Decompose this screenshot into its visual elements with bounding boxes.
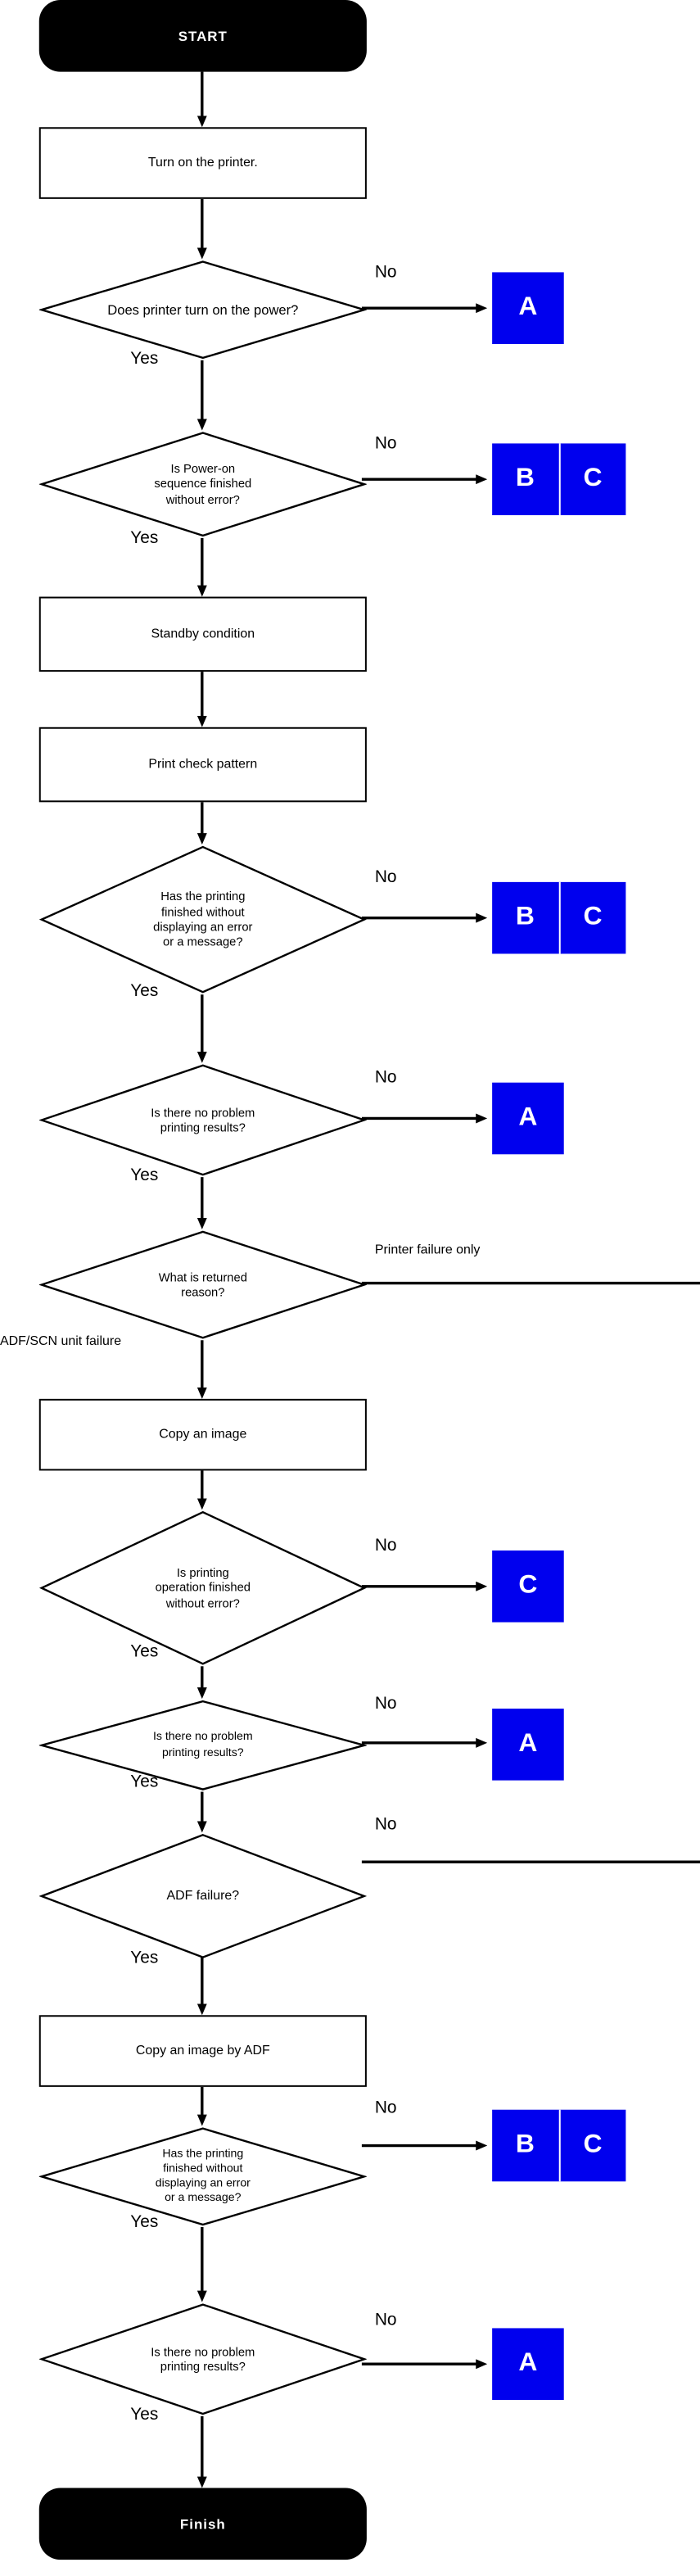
- decision-printing-operation-finished: Is printing operation finished without e…: [38, 1510, 367, 1666]
- edge-label-no-1: No: [374, 264, 397, 283]
- edge-label-no-4: No: [374, 1069, 397, 1088]
- reference-cell-b: B: [515, 903, 535, 931]
- reference-cell-c: C: [518, 1571, 538, 1600]
- edge-label-no-6: No: [374, 1695, 397, 1714]
- reference-bc-3[interactable]: B C: [492, 2109, 626, 2182]
- process-turn-on-printer: Turn on the printer.: [38, 127, 367, 199]
- process-copy-an-image: Copy an image: [38, 1398, 367, 1471]
- edge-label-no-7: No: [374, 1816, 397, 1835]
- process-turn-on-printer-label: Turn on the printer.: [147, 155, 258, 170]
- edge-label-no-9: No: [374, 2311, 397, 2330]
- process-standby-condition-label: Standby condition: [151, 626, 255, 641]
- edge-label-yes-6: Yes: [130, 1773, 159, 1792]
- edge-label-no-8: No: [374, 2099, 397, 2118]
- finish-terminator: Finish: [38, 2488, 367, 2560]
- process-copy-an-image-by-adf: Copy an image by ADF: [38, 2015, 367, 2087]
- decision-no-problem-printing-2: Is there no problem printing results?: [38, 1699, 367, 1791]
- process-print-check-pattern-label: Print check pattern: [148, 756, 258, 772]
- finish-label: Finish: [179, 2515, 226, 2533]
- process-copy-an-image-by-adf-label: Copy an image by ADF: [135, 2043, 270, 2058]
- reference-cell-a: A: [518, 293, 538, 322]
- reference-cell-a: A: [518, 2349, 538, 2378]
- edge-label-printer-failure-only: Printer failure only: [374, 1242, 481, 1257]
- edge-label-yes-7: Yes: [130, 1949, 159, 1968]
- decision-has-printing-finished-2: Has the printing finished without displa…: [38, 2126, 367, 2227]
- edge-label-yes-5: Yes: [130, 1643, 159, 1662]
- reference-cell-a: A: [518, 1103, 538, 1132]
- reference-c-1[interactable]: C: [492, 1550, 564, 1623]
- reference-cell-b: B: [515, 2130, 535, 2159]
- reference-a-1[interactable]: A: [492, 272, 564, 344]
- reference-cell-c: C: [558, 2109, 626, 2182]
- reference-bc-1[interactable]: B C: [492, 443, 626, 515]
- process-print-check-pattern: Print check pattern: [38, 727, 367, 803]
- reference-cell-b: B: [515, 464, 535, 493]
- reference-bc-2[interactable]: B C: [492, 881, 626, 954]
- edge-label-yes-1: Yes: [130, 350, 159, 369]
- decision-adf-failure: ADF failure?: [38, 1832, 367, 1959]
- edge-label-yes-8: Yes: [130, 2214, 159, 2233]
- decision-power-on-sequence: Is Power-on sequence finished without er…: [38, 430, 367, 537]
- edge-label-no-3: No: [374, 868, 397, 887]
- edge-label-no-2: No: [374, 435, 397, 454]
- edge-label-yes-9: Yes: [130, 2406, 159, 2424]
- reference-cell-c: C: [558, 443, 626, 515]
- decision-does-printer-turn-on-power: Does printer turn on the power?: [38, 259, 367, 360]
- edge-label-yes-2: Yes: [130, 529, 159, 548]
- start-terminator: START: [38, 0, 367, 72]
- reference-a-2[interactable]: A: [492, 1082, 564, 1155]
- process-copy-an-image-label: Copy an image: [159, 1426, 247, 1442]
- start-label: START: [178, 27, 228, 44]
- edge-label-no-5: No: [374, 1537, 397, 1555]
- reference-cell-c: C: [558, 881, 626, 954]
- decision-no-problem-printing-1: Is there no problem printing results?: [38, 1063, 367, 1177]
- reference-cell-a: A: [518, 1729, 538, 1758]
- decision-returned-reason: What is returned reason?: [38, 1229, 367, 1340]
- edge-label-adf-scn-unit-failure: ADF/SCN unit failure: [0, 1333, 122, 1349]
- decision-no-problem-printing-3: Is there no problem printing results?: [38, 2302, 367, 2416]
- process-standby-condition: Standby condition: [38, 596, 367, 672]
- reference-a-3[interactable]: A: [492, 1709, 564, 1781]
- decision-has-printing-finished-1: Has the printing finished without displa…: [38, 844, 367, 994]
- reference-a-4[interactable]: A: [492, 2328, 564, 2401]
- edge-label-yes-4: Yes: [130, 1167, 159, 1186]
- edge-label-yes-3: Yes: [130, 983, 159, 1002]
